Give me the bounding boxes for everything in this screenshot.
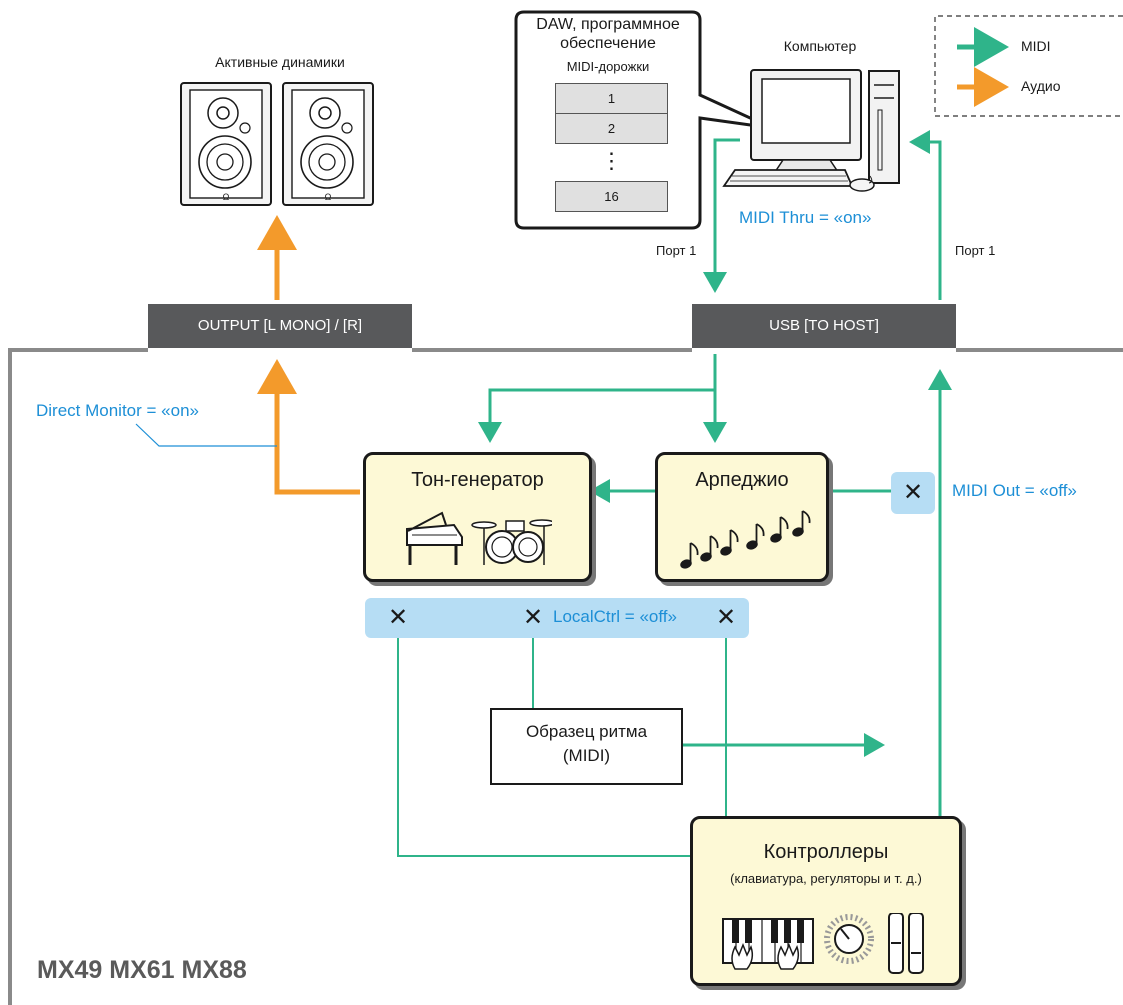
midi-line-usb-to-computer <box>909 130 942 300</box>
midi-line-usb-to-tone <box>478 388 715 443</box>
direct-monitor-label: Direct Monitor = «on» <box>36 401 199 420</box>
audio-line-tone-to-output <box>257 359 360 495</box>
midi-out-label: MIDI Out = «off» <box>952 481 1077 500</box>
legend-frame <box>934 15 1123 117</box>
arpeggio-block: Арпеджио <box>655 452 829 582</box>
controllers-icon <box>722 913 924 974</box>
speakers-label: Активные динамики <box>215 54 345 70</box>
instruments-icon <box>406 511 552 565</box>
tone-generator-block: Тон-генератор <box>363 452 592 582</box>
midi-line-controllers-to-tone <box>397 617 690 857</box>
model-names: MX49 MX61 MX88 <box>37 956 247 984</box>
tone-generator-title: Тон-генератор <box>411 469 544 491</box>
notes-icon <box>680 510 811 569</box>
output-port: OUTPUT [L MONO] / [R] <box>148 304 412 348</box>
controllers-subtitle: (клавиатура, регуляторы и т. д.) <box>730 871 922 886</box>
midi-out-switch <box>891 472 935 514</box>
speaker-icon: Ω <box>180 82 272 206</box>
midi-line-computer-to-usb <box>703 138 740 293</box>
midi-out-cross-icon: ✕ <box>902 479 924 506</box>
rhythm-subtitle: (MIDI) <box>562 746 611 765</box>
daw-track: 2 <box>555 113 668 144</box>
daw-title: DAW, программное обеспечение <box>536 16 680 52</box>
svg-text:Ω: Ω <box>325 192 332 202</box>
local-ctrl-switch <box>365 598 749 638</box>
svg-text:Ω: Ω <box>223 192 230 202</box>
midi-thru-label: MIDI Thru = «on» <box>739 208 872 227</box>
legend-audio-label: Аудио <box>1021 78 1061 94</box>
computer-label: Компьютер <box>783 38 857 54</box>
daw-ellipsis: ⋮ <box>600 148 623 173</box>
arpeggio-title: Арпеджио <box>695 469 789 491</box>
controllers-block: Контроллеры (клавиатура, регуляторы и т.… <box>690 816 962 986</box>
controllers-title: Контроллеры <box>763 841 889 863</box>
local-ctrl-cross-icon: ✕ <box>715 604 737 631</box>
local-ctrl-label: LocalCtrl = «off» <box>553 607 677 626</box>
instrument-frame <box>8 348 1123 1005</box>
daw-subtitle: MIDI-дорожки <box>566 59 650 74</box>
local-ctrl-cross-icon: ✕ <box>387 604 409 631</box>
computer-icon <box>722 69 900 192</box>
direct-monitor-leader <box>135 423 277 447</box>
daw-track: 16 <box>555 181 668 212</box>
usb-port: USB [TO HOST] <box>692 304 956 348</box>
speaker-icon: Ω <box>282 82 374 206</box>
legend-midi-label: MIDI <box>1021 38 1051 54</box>
rhythm-title: Образец ритма <box>525 722 648 741</box>
port-left-label: Порт 1 <box>656 243 697 258</box>
port-right-label: Порт 1 <box>955 243 996 258</box>
daw-track: 1 <box>555 83 668 114</box>
rhythm-block: Образец ритма (MIDI) <box>490 708 683 785</box>
local-ctrl-cross-icon: ✕ <box>522 604 544 631</box>
